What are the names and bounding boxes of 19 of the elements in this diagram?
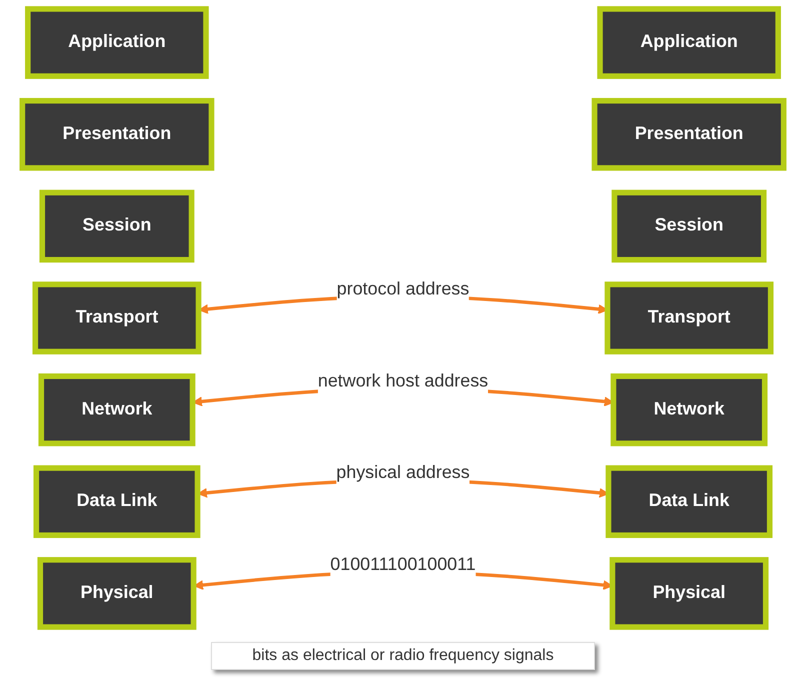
node-box: Application [597,6,781,79]
node-box: Session [39,190,194,263]
node-box: Transport [32,282,202,354]
node-box: Session [612,190,767,263]
node-box: Network [610,373,768,446]
signal-note: bits as electrical or radio frequency signals [211,642,595,670]
node-box: Transport [604,282,774,354]
edge-label: protocol address [336,280,470,299]
node-box: Presentation [592,98,786,171]
edge-label: network host address [318,372,488,391]
edge-label: 010011100100011 [330,555,476,574]
edge-label: physical address [336,464,470,483]
node-box: Network [38,373,196,446]
node-box: Data Link [33,465,200,538]
node-box: Physical [37,557,196,630]
node-box: Application [25,6,209,79]
node-box: Presentation [20,98,214,171]
node-box: Data Link [606,465,773,538]
node-box: Physical [610,557,769,630]
